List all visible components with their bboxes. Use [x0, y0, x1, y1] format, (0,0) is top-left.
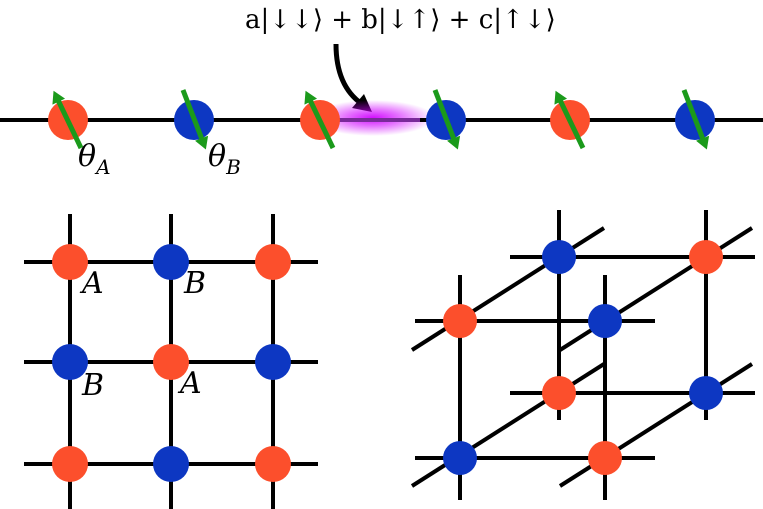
- cubic-lattice: [410, 210, 755, 500]
- label-a-mid: A: [177, 366, 202, 401]
- label-b-mid: B: [81, 368, 104, 403]
- spin-arrowhead: [304, 90, 318, 105]
- site-a: [588, 441, 622, 475]
- site-a: [255, 446, 291, 482]
- spin-arrowhead: [52, 90, 66, 105]
- site-a: [443, 304, 477, 338]
- site-a: [52, 446, 88, 482]
- site-a: [689, 240, 723, 274]
- site-b: [588, 304, 622, 338]
- theta-a-label: θA: [78, 139, 111, 179]
- pointer-arrow: [333, 43, 364, 107]
- site-b: [52, 344, 88, 380]
- site-b: [153, 244, 189, 280]
- site-b: [542, 240, 576, 274]
- site-b: [443, 441, 477, 475]
- spin-arrowhead: [195, 135, 209, 150]
- depth-bond: [410, 362, 606, 488]
- entangled-state-formula: a|↓↓⟩ + b|↓↑⟩ + c|↑↓⟩: [245, 5, 556, 35]
- depth-bond: [558, 226, 754, 352]
- square-lattice: A B B A: [24, 214, 318, 509]
- spin-arrow-down: [681, 89, 707, 143]
- square-lattice-sites: [52, 244, 291, 482]
- spin-arrow-down: [432, 89, 458, 143]
- depth-bond: [558, 362, 754, 488]
- spin-arrowhead: [447, 135, 461, 150]
- label-a-top: A: [79, 266, 104, 301]
- site-b: [689, 376, 723, 410]
- site-a: [255, 244, 291, 280]
- theta-b-label: θB: [208, 139, 241, 179]
- site-a: [153, 344, 189, 380]
- spin-chain: θA θB: [0, 89, 763, 179]
- spin-arrow-up: [54, 96, 84, 150]
- depth-bond: [410, 226, 606, 352]
- spin-arrow-up: [306, 96, 336, 150]
- spin-arrowhead: [554, 90, 568, 105]
- spin-arrowhead: [696, 135, 710, 150]
- label-b-top: B: [183, 266, 206, 301]
- spin-arrow-down: [180, 89, 206, 143]
- site-a: [52, 244, 88, 280]
- site-b: [153, 446, 189, 482]
- spin-arrow-up: [556, 96, 586, 150]
- site-a: [542, 376, 576, 410]
- site-b: [255, 344, 291, 380]
- cubic-lattice-sites: [443, 240, 723, 475]
